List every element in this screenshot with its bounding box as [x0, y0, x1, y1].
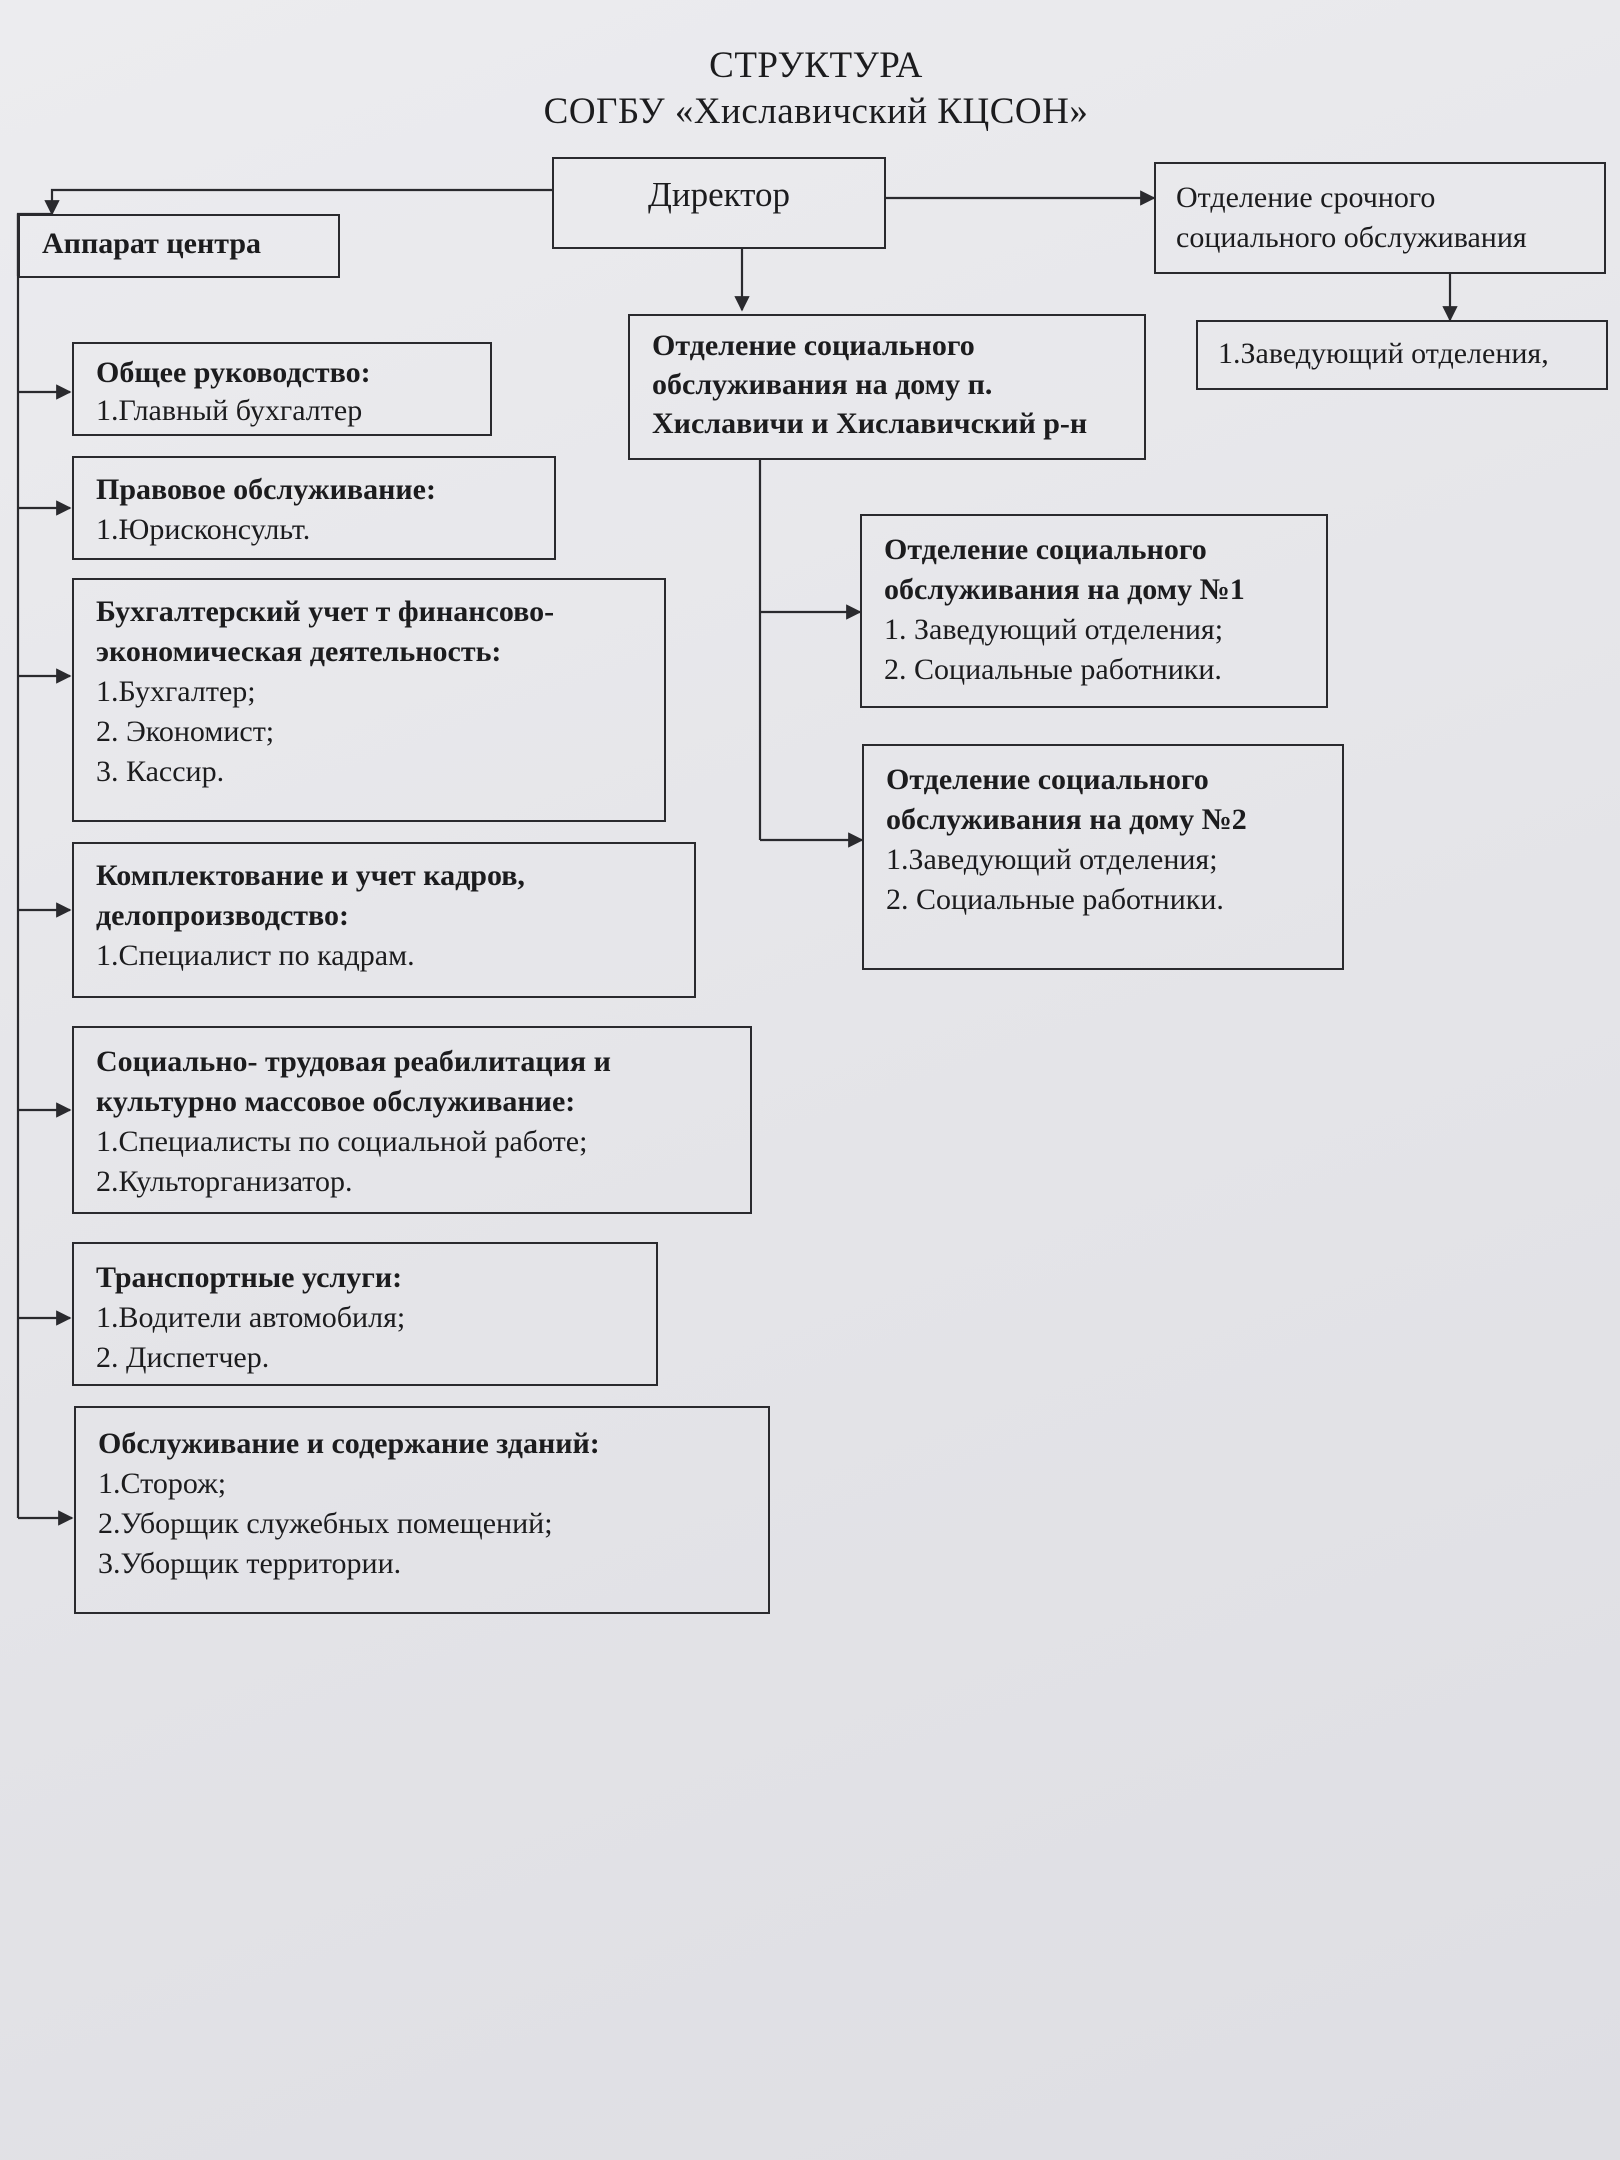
- home-service-2-item-2: 2. Социальные работники.: [886, 883, 1224, 916]
- unit-3-item-1: 1.Бухгалтер;: [96, 675, 256, 708]
- apparatus-box: Аппарат центра: [18, 214, 340, 278]
- home-service-1-title-1: Отделение социального: [884, 533, 1207, 566]
- director-box: Директор: [552, 157, 886, 249]
- urgent-department-title-2: социального обслуживания: [1176, 221, 1527, 254]
- home-service-2-box: Отделение социального обслуживания на до…: [862, 744, 1344, 970]
- unit-3-title-1: Бухгалтерский учет т финансово-: [96, 595, 555, 628]
- unit-7-item-1: 1.Сторож;: [98, 1467, 227, 1500]
- unit-1-item-1: 1.Главный бухгалтер: [96, 394, 363, 427]
- home-service-1-item-2: 2. Социальные работники.: [884, 653, 1222, 686]
- unit-6-title-1: Транспортные услуги:: [96, 1261, 403, 1294]
- urgent-department-box: Отделение срочного социального обслужива…: [1154, 162, 1606, 274]
- unit-2-item-1: 1.Юрисконсульт.: [96, 513, 311, 546]
- home-service-main-line-1: Отделение социального: [652, 329, 975, 362]
- unit-3-title-2: экономическая деятельность:: [96, 635, 502, 668]
- unit-3-item-2: 2. Экономист;: [96, 715, 275, 748]
- unit-6-item-2: 2. Диспетчер.: [96, 1341, 270, 1374]
- unit-4-title-1: Комплектование и учет кадров,: [96, 859, 525, 892]
- unit-5-title-1: Социально- трудовая реабилитация и: [96, 1045, 611, 1078]
- unit-7-title-1: Обслуживание и содержание зданий:: [98, 1427, 600, 1460]
- page-subtitle: СОГБУ «Хиславичский КЦСОН»: [543, 91, 1089, 132]
- home-service-main-line-2: обслуживания на дому п.: [652, 368, 993, 401]
- unit-personnel-box: Комплектование и учет кадров, делопроизв…: [72, 842, 696, 998]
- unit-accounting-box: Бухгалтерский учет т финансово- экономич…: [72, 578, 666, 822]
- unit-1-title-1: Общее руководство:: [96, 356, 371, 389]
- page-title: СТРУКТУРА: [709, 45, 923, 86]
- home-service-1-title-2: обслуживания на дому №1: [884, 573, 1245, 606]
- unit-4-item-1: 1.Специалист по кадрам.: [96, 939, 415, 972]
- unit-5-item-1: 1.Специалисты по социальной работе;: [96, 1125, 588, 1158]
- director-label: Директор: [647, 175, 791, 214]
- unit-7-item-3: 3.Уборщик территории.: [98, 1547, 402, 1580]
- urgent-department-title-1: Отделение срочного: [1176, 181, 1436, 214]
- home-service-main-line-3: Хиславичи и Хиславичский р-н: [652, 407, 1088, 440]
- unit-rehabilitation-box: Социально- трудовая реабилитация и культ…: [72, 1026, 752, 1214]
- home-service-2-title-2: обслуживания на дому №2: [886, 803, 1247, 836]
- unit-general-management-box: Общее руководство: 1.Главный бухгалтер: [72, 342, 492, 436]
- unit-transport-box: Транспортные услуги: 1.Водители автомоби…: [72, 1242, 658, 1386]
- home-service-main-box: Отделение социального обслуживания на до…: [628, 314, 1146, 460]
- unit-5-title-2: культурно массовое обслуживание:: [96, 1085, 576, 1118]
- home-service-1-box: Отделение социального обслуживания на до…: [860, 514, 1328, 708]
- unit-3-item-3: 3. Кассир.: [96, 755, 225, 788]
- home-service-2-title-1: Отделение социального: [886, 763, 1209, 796]
- unit-legal-service-box: Правовое обслуживание: 1.Юрисконсульт.: [72, 456, 556, 560]
- unit-5-item-2: 2.Культорганизатор.: [96, 1165, 353, 1198]
- unit-7-item-2: 2.Уборщик служебных помещений;: [98, 1507, 553, 1540]
- unit-buildings-box: Обслуживание и содержание зданий: 1.Стор…: [74, 1406, 770, 1614]
- urgent-head-label: 1.Заведующий отделения,: [1218, 337, 1549, 370]
- home-service-1-item-1: 1. Заведующий отделения;: [884, 613, 1224, 646]
- apparatus-label: Аппарат центра: [42, 227, 262, 260]
- link-director-apparatus: [44, 188, 552, 216]
- unit-6-item-1: 1.Водители автомобиля;: [96, 1301, 406, 1334]
- urgent-head-box: 1.Заведующий отделения,: [1196, 320, 1608, 390]
- home-service-2-item-1: 1.Заведующий отделения;: [886, 843, 1218, 876]
- unit-4-title-2: делопроизводство:: [96, 899, 349, 932]
- unit-2-title-1: Правовое обслуживание:: [96, 473, 436, 506]
